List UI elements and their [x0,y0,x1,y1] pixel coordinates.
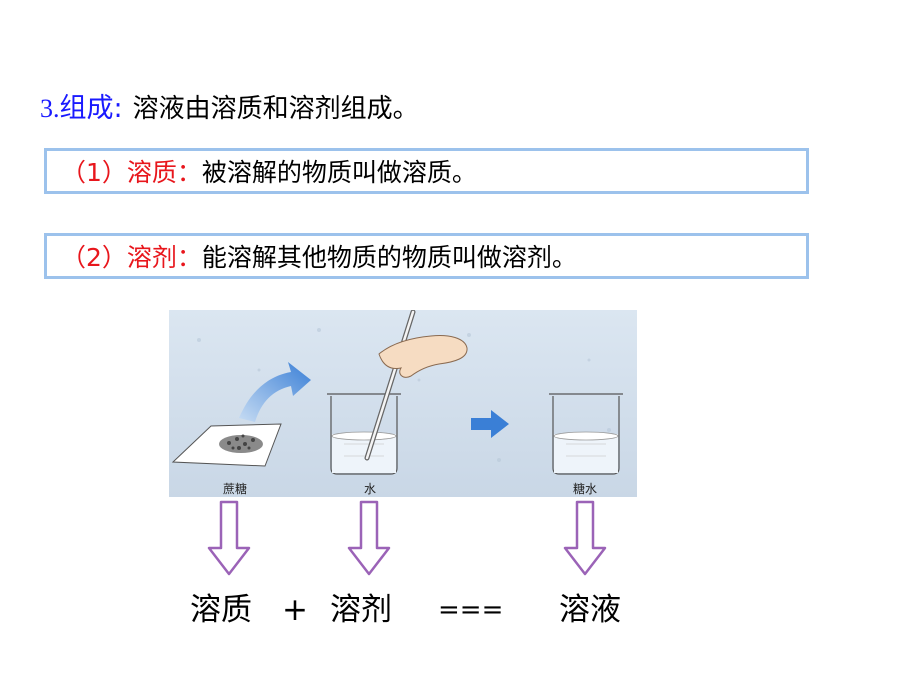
definition-solute-text: 被溶解的物质叫做溶质。 [201,158,477,187]
curved-arrow-icon [239,362,311,422]
arrow-right-icon [471,410,509,438]
equation-equals: === [438,595,504,625]
definition-solute: （1）溶质： 被溶解的物质叫做溶质。 [44,148,809,194]
stirring-rod-icon [364,309,416,461]
section-heading: 3. 组成: 溶液由溶质和溶剂组成。 [40,86,419,126]
down-arrow-icon [207,500,251,576]
equation-plus: + [282,592,308,628]
label-water: 水 [364,482,377,496]
dissolving-illustration: 蔗糖 水 糖水 [169,309,637,497]
label-sugar: 蔗糖 [223,482,248,496]
definition-solvent-tag: （2）溶剂： [61,243,202,272]
definition-solvent-text: 能溶解其他物质的物质叫做溶剂。 [201,243,577,272]
equation-solute: 溶质 [190,592,252,628]
label-sugar-water: 糖水 [573,482,598,496]
definition-solute-tag: （1）溶质： [61,158,202,187]
equation-solution: 溶液 [559,592,621,628]
down-arrow-icon [563,500,607,576]
illustration-canvas [169,309,637,497]
beaker-water-icon [327,393,401,475]
heading-label: 组成: [59,93,123,124]
hand-icon [378,335,468,378]
equation-solvent: 溶剂 [330,592,392,628]
beaker-sugar-water-icon [549,393,623,475]
heading-number: 3. [40,94,60,123]
definition-solvent: （2）溶剂： 能溶解其他物质的物质叫做溶剂。 [44,233,809,279]
heading-text: 溶液由溶质和溶剂组成。 [132,94,419,124]
sugar-paper-icon [171,423,282,467]
down-arrow-icon [347,500,391,576]
